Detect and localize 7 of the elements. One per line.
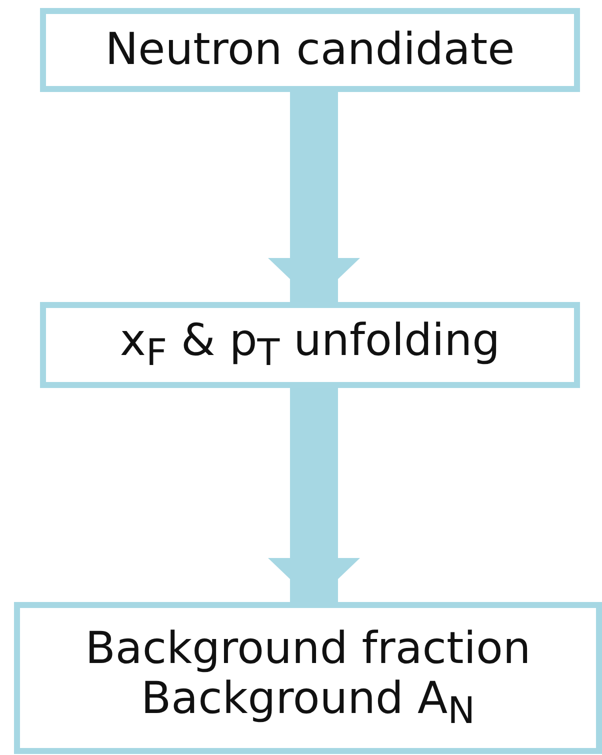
process-box: [14, 602, 602, 754]
process-box: [40, 302, 580, 388]
process-box: [40, 8, 580, 92]
box-label: Background A$_{N}$: [140, 674, 475, 732]
box-label: Background fraction: [85, 624, 531, 674]
box-label: x$_{F}$ & p$_{T}$ unfolding: [120, 316, 500, 374]
box-label: Neutron candidate: [105, 24, 515, 76]
